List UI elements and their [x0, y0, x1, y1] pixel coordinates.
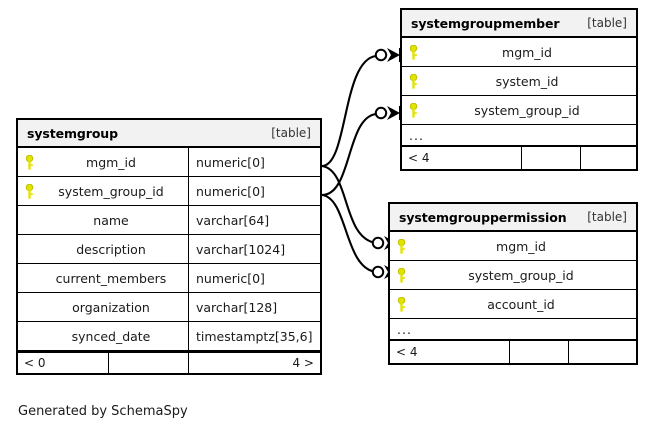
- column-name-cell: description: [18, 235, 188, 263]
- table-row[interactable]: system_group_id numeric[0]: [18, 177, 320, 206]
- generated-by-caption: Generated by SchemaSpy: [18, 404, 188, 419]
- column-type: varchar[1024]: [188, 235, 320, 263]
- zero-marker-permission-sgid: [371, 265, 385, 279]
- column-label: name: [93, 212, 129, 228]
- crowsfoot-member-mgm: [387, 48, 400, 62]
- column-name-cell: name: [18, 206, 188, 234]
- column-name-cell: system_id: [402, 67, 636, 95]
- table-header-systemgrouppermission: systemgrouppermission [table]: [390, 204, 636, 232]
- table-row[interactable]: system_group_id: [390, 261, 636, 290]
- column-name-cell: current_members: [18, 264, 188, 292]
- column-name-cell: system_group_id: [402, 96, 636, 124]
- key-icon: [18, 183, 40, 199]
- footer-middle: [521, 147, 580, 169]
- column-type: timestamptz[35,6]: [188, 322, 320, 350]
- connector-mgm-to-member: [321, 54, 377, 168]
- table-row[interactable]: synced_date timestamptz[35,6]: [18, 322, 320, 351]
- footer-middle: [509, 341, 568, 363]
- column-name-cell: mgm_id: [390, 232, 636, 260]
- footer-parent-count[interactable]: < 4: [396, 345, 418, 359]
- table-row[interactable]: current_members numeric[0]: [18, 264, 320, 293]
- column-label: system_group_id: [468, 267, 574, 283]
- column-label: system_group_id: [58, 183, 164, 199]
- table-row[interactable]: mgm_id: [390, 232, 636, 261]
- column-name-cell: system_group_id: [18, 177, 188, 205]
- key-icon: [402, 44, 424, 60]
- table-type-tag: [table]: [271, 126, 311, 140]
- footer-middle: [108, 353, 188, 373]
- column-name-cell: mgm_id: [18, 148, 188, 176]
- table-header-systemgroupmember: systemgroupmember [table]: [402, 10, 636, 38]
- column-label: current_members: [55, 270, 167, 286]
- table-footer-systemgrouppermission: < 4: [390, 341, 636, 363]
- connector-sgid-to-permission: [321, 193, 377, 274]
- column-label: organization: [72, 299, 150, 315]
- table-footer-systemgroupmember: < 4: [402, 147, 636, 169]
- column-type: numeric[0]: [188, 148, 320, 176]
- connector-mgm-to-permission: [321, 164, 377, 245]
- table-row[interactable]: organization varchar[128]: [18, 293, 320, 322]
- table-row[interactable]: description varchar[1024]: [18, 235, 320, 264]
- table-row[interactable]: system_id: [402, 67, 636, 96]
- column-label: description: [76, 241, 146, 257]
- column-type: numeric[0]: [188, 177, 320, 205]
- footer-parent-count[interactable]: < 4: [408, 151, 430, 165]
- column-name-cell: synced_date: [18, 322, 188, 350]
- column-type: varchar[128]: [188, 293, 320, 321]
- table-systemgroupmember[interactable]: systemgroupmember [table] mgm_id: [400, 8, 638, 171]
- key-icon: [390, 267, 412, 283]
- column-name-cell: mgm_id: [402, 38, 636, 66]
- key-icon: [18, 154, 40, 170]
- footer-child-count[interactable]: 4 >: [188, 353, 320, 373]
- column-type: numeric[0]: [188, 264, 320, 292]
- table-title: systemgrouppermission: [399, 209, 567, 225]
- column-label: mgm_id: [86, 154, 136, 170]
- zero-marker-member-mgm: [374, 48, 388, 62]
- table-row[interactable]: account_id: [390, 290, 636, 319]
- column-label: system_id: [495, 73, 559, 89]
- column-label: synced_date: [71, 328, 151, 344]
- table-row[interactable]: mgm_id numeric[0]: [18, 148, 320, 177]
- crowsfoot-member-sgid: [387, 106, 400, 120]
- connector-sgid-to-member: [321, 112, 377, 197]
- key-icon: [402, 73, 424, 89]
- footer-child-count: [580, 147, 636, 169]
- footer-parent-count[interactable]: < 0: [24, 356, 46, 370]
- table-row[interactable]: name varchar[64]: [18, 206, 320, 235]
- more-columns-indicator[interactable]: ...: [390, 319, 636, 341]
- zero-marker-permission-mgm: [371, 236, 385, 250]
- table-type-tag: [table]: [587, 16, 627, 30]
- column-type: varchar[64]: [188, 206, 320, 234]
- column-label: account_id: [487, 296, 555, 312]
- table-row[interactable]: mgm_id: [402, 38, 636, 67]
- table-systemgroup[interactable]: systemgroup [table] mgm_id numeric[0]: [16, 118, 322, 375]
- key-icon: [402, 102, 424, 118]
- table-header-systemgroup: systemgroup [table]: [18, 120, 320, 148]
- table-title: systemgroupmember: [411, 15, 560, 31]
- footer-child-count: [568, 341, 636, 363]
- column-label: mgm_id: [496, 238, 546, 254]
- table-systemgrouppermission[interactable]: systemgrouppermission [table] mgm_id: [388, 202, 638, 365]
- column-name-cell: account_id: [390, 290, 636, 318]
- key-icon: [390, 238, 412, 254]
- column-label: system_group_id: [474, 102, 580, 118]
- table-footer-systemgroup: < 0 4 >: [18, 351, 320, 373]
- key-icon: [390, 296, 412, 312]
- column-name-cell: system_group_id: [390, 261, 636, 289]
- table-row[interactable]: system_group_id: [402, 96, 636, 125]
- table-type-tag: [table]: [587, 210, 627, 224]
- table-title: systemgroup: [27, 125, 118, 141]
- more-columns-indicator[interactable]: ...: [402, 125, 636, 147]
- column-name-cell: organization: [18, 293, 188, 321]
- zero-marker-member-sgid: [374, 106, 388, 120]
- column-label: mgm_id: [502, 44, 552, 60]
